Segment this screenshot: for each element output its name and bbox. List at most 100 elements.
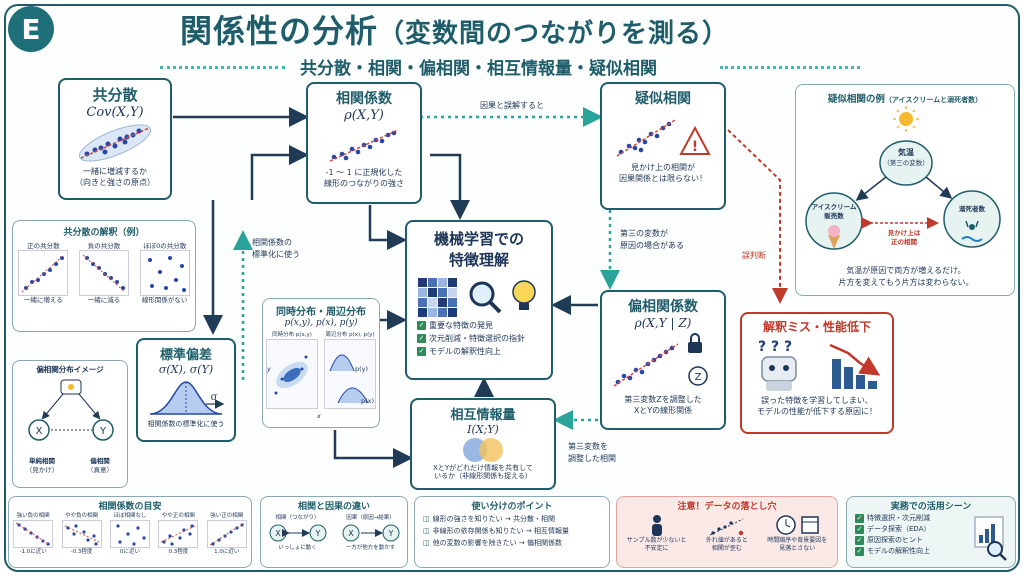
- outlier-scatter-icon: [709, 518, 744, 536]
- partial-y: Y: [99, 426, 107, 437]
- partial-desc1: 第三変数Zを調整した: [624, 395, 702, 404]
- svg-text:!: !: [692, 139, 698, 155]
- icecream-label2: 販売数: [824, 212, 844, 220]
- joint-formula: p(x,y), p(x), p(y): [284, 318, 358, 328]
- svg-text:X: X: [348, 529, 354, 538]
- ml-item: ✓モデルの解釈性向上: [417, 346, 551, 357]
- ml-list: ✓重要な特徴の発見 ✓次元削減・特徴選択の指針 ✓モデルの解釈性向上: [407, 320, 551, 357]
- corr-guide-head: 強い負の相関: [16, 513, 50, 519]
- temp-label: 気温: [898, 148, 914, 157]
- check-icon: ✓: [417, 334, 426, 343]
- weak-positive-plot: [158, 520, 199, 548]
- corr-guide-col: 強い負の相関-1.0に近い: [13, 512, 54, 556]
- label-std1: 相関係数の: [252, 238, 292, 247]
- causal-right-head: 因果（原因→結果）: [346, 515, 395, 521]
- correlation-box: 相関係数 ρ(X,Y) -1 ～ 1 に正規化した 線形のつながりの強さ: [306, 82, 422, 204]
- joint-title: 同時分布・周辺分布: [276, 307, 366, 318]
- pitfall-item: 外れ値があると相関が歪む: [706, 513, 748, 553]
- corr-guide-foot: -0.3程度: [70, 549, 93, 555]
- partial-image-box: 偏相関分布イメージ X Y 単純相関 （見かけ） 偏相関 （真意）: [12, 360, 128, 488]
- practice-item-label: 特徴選択・次元削減: [867, 514, 930, 522]
- cov-col-head: 正の共分散: [27, 242, 60, 250]
- partial-title: 偏相関係数: [628, 299, 698, 315]
- simple-corr-label: 単純相関: [29, 457, 55, 465]
- practice-item-label: データ探索（EDA）: [867, 525, 931, 533]
- std-title: 標準偏差: [159, 348, 212, 363]
- ice-cream-icon: [828, 225, 840, 249]
- report-search-icon: [974, 516, 1007, 561]
- joint-box: 同時分布・周辺分布 p(x,y), p(x), p(y) 同時分布 p(x,y)…: [262, 298, 380, 428]
- positive-cov-plot: [18, 250, 69, 296]
- joint-left-label: 同時分布 p(x,y): [272, 332, 312, 338]
- usage-box: 使い分けのポイント ◫線形の強さを知りたい → 共分散・相関 ◫非線形の依存関係…: [414, 496, 610, 568]
- covariance-scatter-icon: [78, 124, 152, 162]
- svg-text:Y: Y: [314, 529, 320, 538]
- spurious-example-box: 疑似相関の例（アイスクリームと溺死者数） 気温 （第三の変数） アイスクリーム …: [795, 84, 1015, 296]
- spurious-box: 疑似相関 ! 見かけ上の相関が 因果関係とは限らない！: [600, 82, 726, 210]
- negative-cov-plot: [78, 250, 129, 296]
- cov-interp-col: ほぼ0の共分散 線形関係がない: [139, 242, 190, 304]
- spurious-example-desc1: 気温が原因で両方が増えるだけ。: [846, 266, 966, 275]
- title-main: 関係性の分析: [180, 12, 379, 50]
- usage-item-label: 線形の強さを知りたい → 共分散・相関: [432, 515, 555, 523]
- spurious-desc1: 見かけ上の相関が: [631, 163, 695, 172]
- joint-density-plot: [266, 339, 318, 409]
- check-icon: ✓: [855, 524, 864, 534]
- bell-curve-icon: σ: [149, 381, 225, 415]
- mi-desc1: XとYがどれだけ情報を共有して: [433, 464, 533, 472]
- apparent-label1: 見かけ上は: [887, 229, 921, 237]
- partial-formula: ρ(X,Y | Z): [634, 316, 692, 330]
- pitfalls-box: 注意！データの落とし穴 サンプル数が少ないと不安定に 外れ値があると相関が歪む …: [616, 496, 838, 568]
- y-axis-label: y: [267, 365, 271, 373]
- lightbulb-icon: [512, 280, 536, 310]
- label-misjudge: 誤判断: [742, 251, 766, 260]
- label-adjust1: 第三変数を: [568, 442, 608, 451]
- scatter-icon: ◫: [423, 515, 430, 523]
- simple-corr-sub: （見かけ）: [25, 466, 59, 474]
- partial-corr-sub: （真意）: [87, 466, 113, 474]
- title-sub: （変数間のつながりを測る）: [378, 19, 730, 49]
- corr-guide-foot: 1.0に近い: [214, 549, 240, 555]
- joint-panel: 同時分布 p(x,y): [266, 331, 318, 409]
- cov-col-foot: 線形関係がない: [141, 296, 188, 304]
- swimmer-icon: [961, 220, 983, 242]
- partial-box: 偏相関係数 ρ(X,Y | Z) Z 第三変数Zを調整した XとYの線形関係: [600, 290, 726, 430]
- corr-guide-head: ほぼ相関なし: [113, 513, 147, 519]
- ml-item-label: 次元削減・特徴選択の指針: [429, 334, 525, 343]
- covariance-title: 共分散: [92, 86, 138, 104]
- sun-icon: [893, 106, 919, 132]
- weak-negative-plot: [61, 520, 102, 548]
- misinterp-box: 解釈ミス・性能低下 ? ? ? 誤った特徴を学習してしまい、 モデルの性能が低下…: [740, 312, 894, 434]
- spurious-example-diagram: [805, 106, 1001, 250]
- drowning-label: 溺死者数: [959, 205, 985, 213]
- partial-image-title: 偏相関分布イメージ: [36, 365, 104, 374]
- robot-icon: ? ? ?: [758, 339, 797, 391]
- usage-item: ◫他の変数の影響を除きたい → 偏相関係数: [423, 538, 609, 548]
- ml-title2: 特徴理解: [448, 251, 509, 269]
- venn-icon: [463, 438, 503, 462]
- page-subtitle: 共分散・相関・偏相関・相互情報量・疑似相関: [300, 59, 657, 79]
- ml-item-label: 重要な特徴の発見: [429, 321, 493, 330]
- covariance-formula: Cov(X,Y): [86, 105, 144, 120]
- page-title: 関係性の分析（変数間のつながりを測る）: [180, 6, 729, 52]
- pitfall-line2: 不安定に: [644, 545, 669, 552]
- std-box: 標準偏差 σ(X), σ(Y) σ 相関係数の標準化に使う: [136, 338, 236, 442]
- partial-corr-label: 偏相関: [90, 457, 110, 465]
- person-icon: [651, 515, 662, 536]
- usage-list: ◫線形の強さを知りたい → 共分散・相関 ◫非線形の依存関係も知りたい → 相互…: [415, 514, 609, 548]
- corr-guide-col: やや負の相関-0.3程度: [61, 512, 102, 556]
- pitfall-item: サンプル数が少ないと不安定に: [627, 513, 687, 553]
- lock-icon: [688, 333, 702, 353]
- ml-icons: [418, 278, 536, 317]
- practice-item: ✓特徴選択・次元削減: [855, 513, 1015, 523]
- correlation-scatter-icon: [329, 129, 399, 162]
- usage-item: ◫非線形の依存関係も知りたい → 相互情報量: [423, 526, 609, 536]
- label-causal-misread: 因果と誤解すると: [480, 101, 544, 110]
- label-third-var2: 原因の場合がある: [620, 241, 684, 250]
